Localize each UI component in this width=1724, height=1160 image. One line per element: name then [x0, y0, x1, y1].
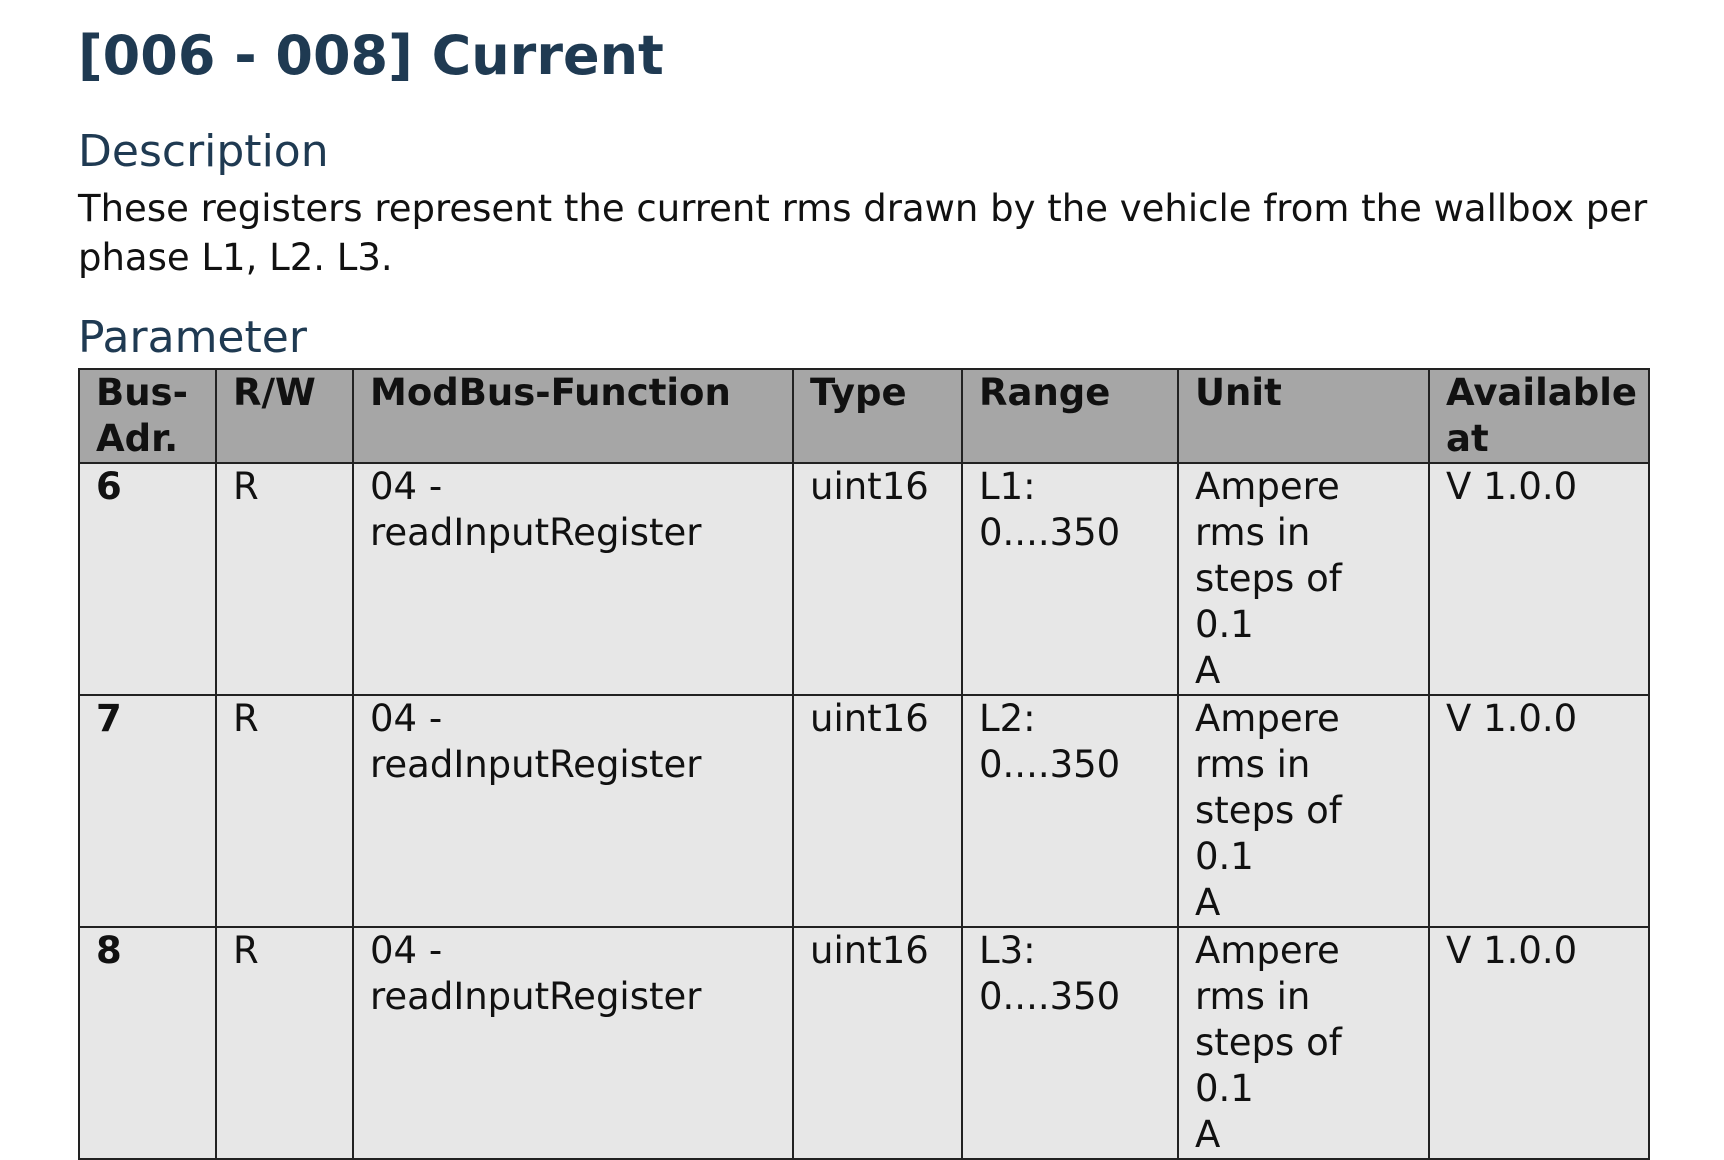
cell-type: uint16 [792, 462, 963, 696]
header-available-at: Available at [1428, 368, 1650, 464]
cell-unit: Ampere rms in steps of 0.1 A [1177, 462, 1430, 696]
table-row: 6 R 04 - readInputRegister uint16 L1: 0.… [78, 462, 1650, 696]
cell-type: uint16 [792, 694, 963, 928]
cell-unit: Ampere rms in steps of 0.1 A [1177, 694, 1430, 928]
cell-range: L1: 0....350 [961, 462, 1179, 696]
cell-type: uint16 [792, 926, 963, 1160]
page-title: [006 - 008] Current [78, 24, 664, 87]
header-range: Range [961, 368, 1179, 464]
description-heading: Description [78, 126, 329, 177]
parameter-heading: Parameter [78, 312, 307, 363]
cell-unit: Ampere rms in steps of 0.1 A [1177, 926, 1430, 1160]
cell-modbus-function: 04 - readInputRegister [352, 926, 794, 1160]
header-modbus-function: ModBus-Function [352, 368, 794, 464]
cell-range: L3: 0....350 [961, 926, 1179, 1160]
cell-available-at: V 1.0.0 [1428, 694, 1650, 928]
cell-bus-adr: 7 [78, 694, 217, 928]
cell-modbus-function: 04 - readInputRegister [352, 694, 794, 928]
cell-bus-adr: 8 [78, 926, 217, 1160]
cell-rw: R [215, 926, 354, 1160]
cell-available-at: V 1.0.0 [1428, 462, 1650, 696]
cell-available-at: V 1.0.0 [1428, 926, 1650, 1160]
header-unit: Unit [1177, 368, 1430, 464]
description-text: These registers represent the current rm… [78, 187, 1648, 279]
table-row: 7 R 04 - readInputRegister uint16 L2: 0.… [78, 694, 1650, 928]
cell-bus-adr: 6 [78, 462, 217, 696]
cell-modbus-function: 04 - readInputRegister [352, 462, 794, 696]
document-page: [006 - 008] Current Description These re… [78, 20, 1650, 1160]
cell-rw: R [215, 462, 354, 696]
parameter-table: Bus- Adr. R/W ModBus-Function Type Range… [78, 368, 1650, 1160]
header-bus-adr: Bus- Adr. [78, 368, 217, 464]
header-rw: R/W [215, 368, 354, 464]
table-header-row: Bus- Adr. R/W ModBus-Function Type Range… [78, 368, 1650, 464]
header-type: Type [792, 368, 963, 464]
cell-range: L2: 0....350 [961, 694, 1179, 928]
table-row: 8 R 04 - readInputRegister uint16 L3: 0.… [78, 926, 1650, 1160]
cell-rw: R [215, 694, 354, 928]
